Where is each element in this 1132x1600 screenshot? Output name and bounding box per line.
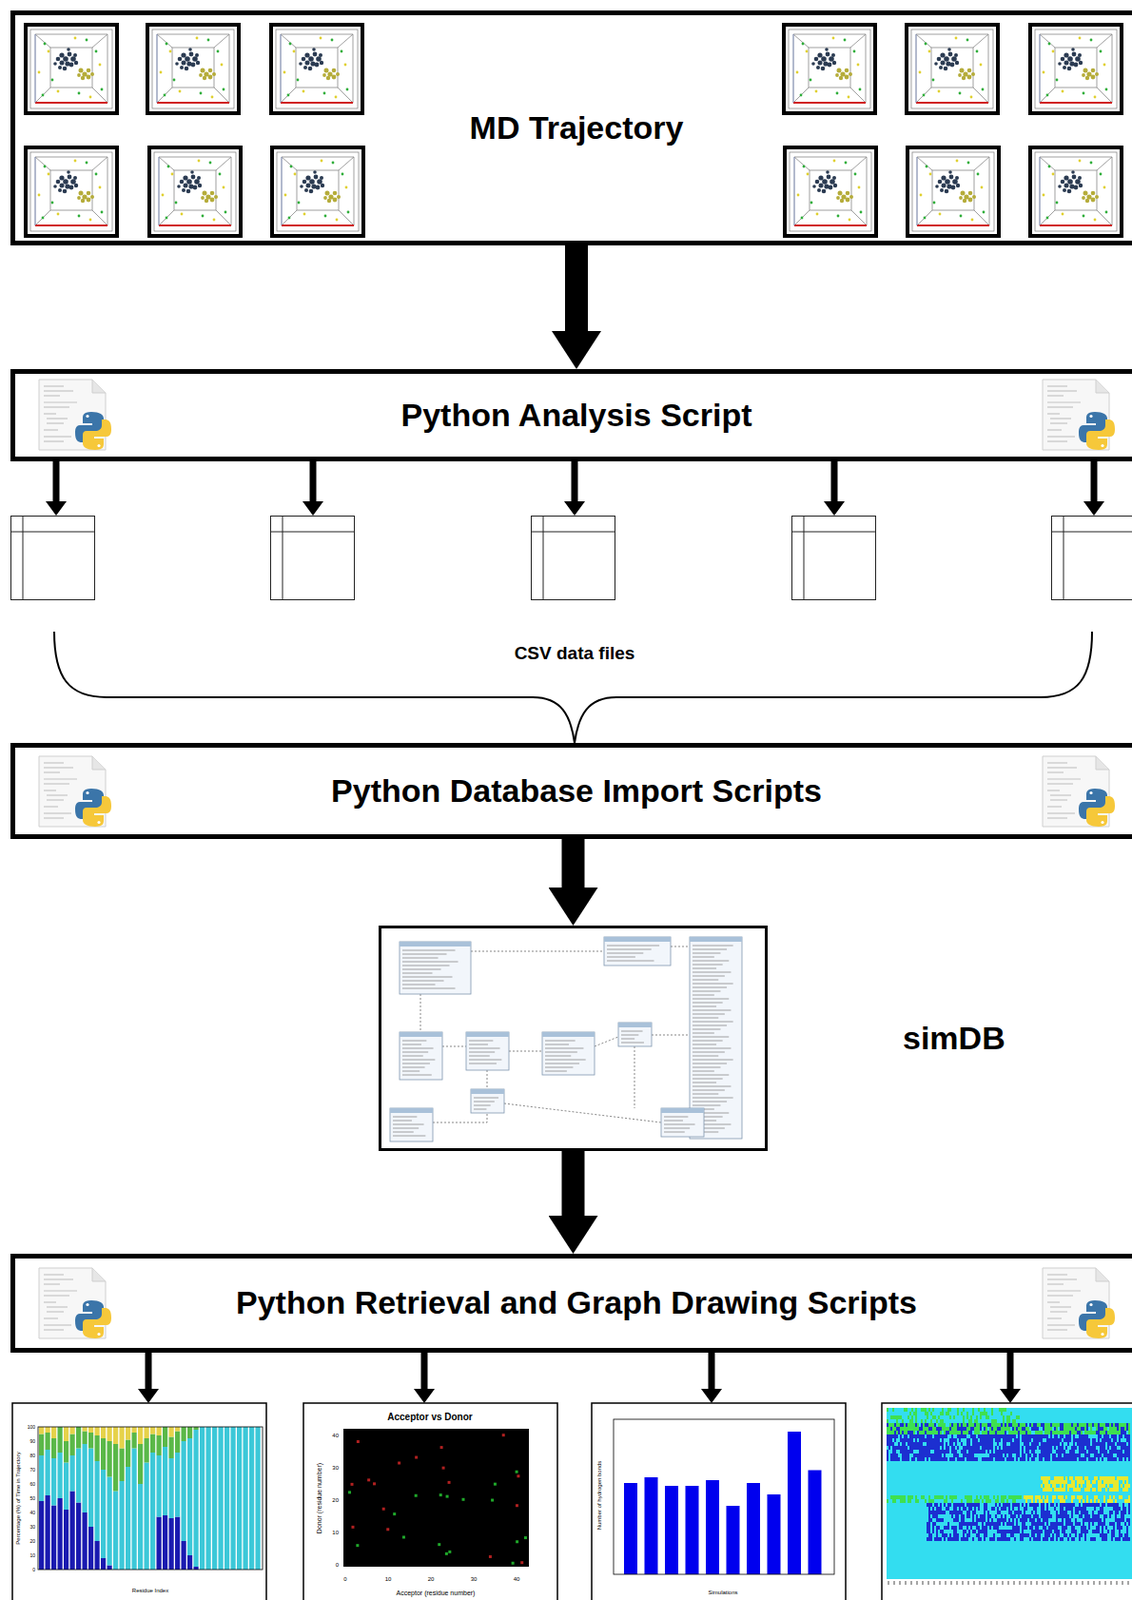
- er-table: [604, 936, 671, 966]
- axis-tick: 40: [513, 1576, 521, 1582]
- database-name: simDB: [902, 1019, 1006, 1057]
- axis-tick: 10: [331, 1529, 339, 1536]
- bar-chart: [613, 1419, 835, 1575]
- axis-tick: 10: [385, 1576, 392, 1582]
- er-table: [618, 1022, 652, 1047]
- step-title: Python Database Import Scripts: [331, 772, 822, 810]
- axis-label: Percentage (%) of Time in Trajectory: [15, 1451, 21, 1544]
- process-box: Python Analysis Script: [10, 369, 1132, 462]
- er-table: [399, 941, 471, 995]
- grouping-brace: [54, 631, 1093, 743]
- er-relation: [508, 1051, 543, 1053]
- axis-tick: 60: [29, 1482, 36, 1487]
- er-table: [399, 1032, 443, 1080]
- er-relation: [594, 1036, 619, 1047]
- flow-arrow: [562, 839, 586, 888]
- axis-tick: 0: [335, 1561, 339, 1568]
- stacked-bar-chart: [38, 1426, 263, 1570]
- axis-tick: 0: [343, 1576, 347, 1582]
- er-table: [390, 1108, 433, 1142]
- er-table: [542, 1032, 595, 1075]
- axis-label: Simulations: [707, 1589, 738, 1596]
- er-relation: [487, 1070, 488, 1090]
- axis-tick: 30: [29, 1524, 36, 1530]
- axis-label: Donor (residue number): [315, 1463, 323, 1534]
- axis-tick: 0: [32, 1567, 36, 1573]
- flow-arrow: [562, 1151, 586, 1216]
- er-relation: [442, 1046, 467, 1048]
- trajectory-frames: [25, 24, 1122, 236]
- step-title: Python Retrieval and Graph Drawing Scrip…: [235, 1284, 918, 1322]
- process-box: MD Trajectory: [10, 10, 1132, 246]
- axis-tick: 20: [29, 1539, 36, 1544]
- result-charts: [38, 1407, 1132, 1585]
- process-box: Python Database Import Scripts: [10, 742, 1132, 840]
- axis-tick: 70: [29, 1467, 36, 1473]
- er-relation: [432, 1112, 488, 1123]
- er-relation: [504, 1103, 662, 1123]
- small-arrows: [45, 461, 1105, 1404]
- contact-map: [343, 1428, 529, 1567]
- axis-label: Residue Index: [132, 1587, 169, 1594]
- axis-tick: 40: [29, 1510, 36, 1516]
- step-title: MD Trajectory: [469, 109, 684, 147]
- axis-tick: 100: [27, 1424, 36, 1430]
- database-schema-box: simDB: [378, 925, 768, 1152]
- axis-tick: 50: [29, 1496, 36, 1502]
- chart-frames: [12, 1403, 1132, 1600]
- axis-tick: 20: [428, 1576, 435, 1582]
- heatmap: [886, 1407, 1132, 1585]
- axis-tick: 80: [29, 1453, 36, 1459]
- axis-tick: 40: [331, 1432, 339, 1439]
- er-table: [661, 1108, 704, 1137]
- er-table: [470, 1089, 505, 1113]
- axis-label: Acceptor (residue number): [396, 1589, 476, 1597]
- group-label: CSV data files: [514, 644, 636, 663]
- er-relation: [420, 994, 422, 1033]
- axis-tick: 30: [470, 1576, 478, 1582]
- step-title: Python Analysis Script: [400, 396, 752, 434]
- er-relation: [470, 951, 605, 953]
- chart-title: Acceptor vs Donor: [387, 1412, 472, 1423]
- axis-tick: 10: [29, 1553, 36, 1559]
- er-relation: [651, 1034, 690, 1036]
- er-relation: [670, 946, 690, 948]
- er-diagram: [390, 936, 742, 1142]
- process-box: Python Retrieval and Graph Drawing Scrip…: [10, 1253, 1132, 1353]
- axis-label: Number of hydrogen bonds: [596, 1461, 603, 1531]
- axis-tick: 20: [331, 1497, 339, 1503]
- python-icons: [39, 379, 1115, 1339]
- er-relation: [634, 1046, 636, 1109]
- er-table: [466, 1032, 509, 1071]
- flow-arrow: [565, 245, 588, 332]
- csv-file-icons: [11, 516, 1132, 601]
- axis-tick: 90: [29, 1439, 36, 1445]
- axis-tick: 30: [331, 1464, 339, 1471]
